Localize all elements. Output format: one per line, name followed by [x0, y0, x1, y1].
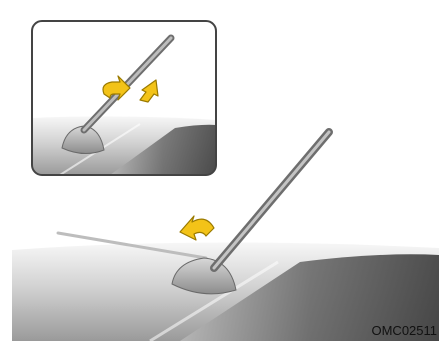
figure-code-label: OMC02511	[371, 324, 437, 337]
fold-down-arrow-icon	[180, 216, 214, 240]
inset-detail-view	[32, 21, 216, 175]
